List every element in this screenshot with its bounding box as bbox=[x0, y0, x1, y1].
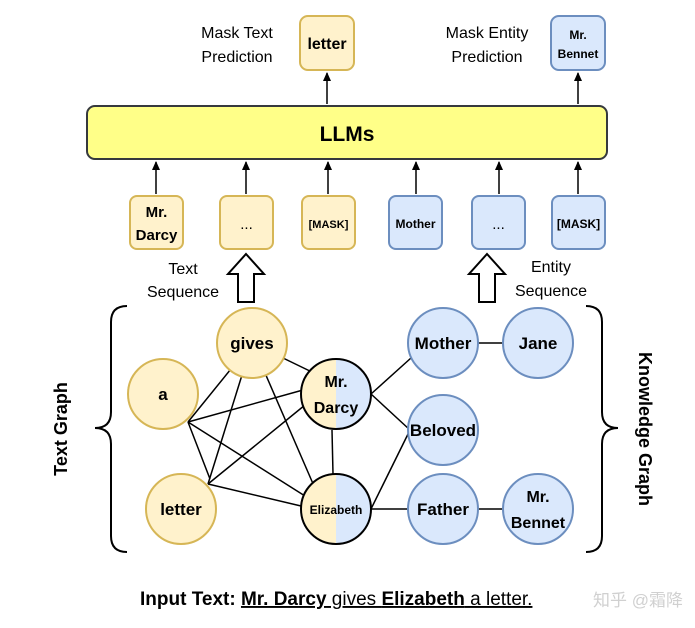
node-elizabeth-label: Elizabeth bbox=[310, 503, 363, 517]
text-sequence-label-line1: Text bbox=[168, 261, 198, 278]
caption-word-darcy: Mr. Darcy bbox=[241, 589, 327, 610]
mask-entity-label-line2: Prediction bbox=[451, 49, 522, 66]
node-mother-label: Mother bbox=[415, 334, 472, 353]
knowledge-graph-label: Knowledge Graph bbox=[635, 352, 655, 506]
entity-token-mask-box bbox=[551, 195, 606, 250]
node-letter-label: letter bbox=[160, 500, 202, 519]
mask-entity-output-box bbox=[550, 15, 606, 71]
node-a-label: a bbox=[158, 385, 168, 404]
node-jane-label: Jane bbox=[519, 334, 558, 353]
caption-prefix: Input Text: bbox=[140, 589, 241, 610]
entity-sequence-label-line1: Entity bbox=[531, 259, 571, 276]
mask-text-label-line2: Prediction bbox=[201, 49, 272, 66]
node-a bbox=[127, 358, 199, 430]
node-bennet-line2: Bennet bbox=[511, 515, 566, 532]
node-darcy-line1: Mr. bbox=[324, 374, 347, 391]
text-graph-brace bbox=[94, 305, 128, 553]
watermark: 知乎 @霜降 bbox=[593, 591, 683, 610]
llm-box bbox=[86, 105, 608, 160]
mask-entity-label-line1: Mask Entity bbox=[446, 25, 529, 42]
mask-entity-output-line2: Bennet bbox=[558, 47, 599, 61]
text-sequence-label-line2: Sequence bbox=[147, 284, 219, 301]
node-darcy: Mr. Darcy bbox=[300, 358, 372, 430]
text-token-darcy-box bbox=[129, 195, 184, 250]
knowledge-graph-brace bbox=[585, 305, 619, 553]
knowledge-graph-edges bbox=[370, 342, 503, 510]
text-token-ellipsis-box bbox=[219, 195, 274, 250]
node-father bbox=[407, 473, 479, 545]
entity-sequence-label-line2: Sequence bbox=[515, 283, 587, 300]
entity-token-ellipsis: ... bbox=[492, 216, 505, 233]
node-jane bbox=[502, 307, 574, 379]
mask-text-output: letter bbox=[307, 36, 346, 53]
caption-word-elizabeth: Elizabeth bbox=[381, 589, 464, 610]
node-beloved-label: Beloved bbox=[410, 421, 476, 440]
text-token-darcy-line2: Darcy bbox=[136, 227, 178, 244]
text-token-ellipsis: ... bbox=[240, 216, 253, 233]
text-token-darcy-line1: Mr. bbox=[146, 204, 168, 221]
text-graph-label: Text Graph bbox=[51, 382, 71, 476]
caption: Input Text: Mr. Darcy gives Elizabeth a … bbox=[140, 589, 532, 610]
llm-label: LLMs bbox=[320, 123, 375, 146]
node-mother bbox=[407, 307, 479, 379]
entity-token-ellipsis-box bbox=[471, 195, 526, 250]
entity-token-mother-box bbox=[388, 195, 443, 250]
node-elizabeth: Elizabeth bbox=[300, 473, 372, 545]
caption-word-gives: gives bbox=[327, 589, 382, 610]
caption-word-letter: a letter. bbox=[465, 589, 533, 610]
node-bennet bbox=[502, 473, 574, 545]
node-gives-label: gives bbox=[230, 334, 273, 353]
mask-text-label-line1: Mask Text bbox=[201, 25, 273, 42]
node-gives bbox=[216, 307, 288, 379]
text-sequence-block-arrow bbox=[225, 252, 267, 303]
entity-token-mask: [MASK] bbox=[557, 217, 600, 231]
node-father-label: Father bbox=[417, 500, 469, 519]
text-token-mask: [MASK] bbox=[309, 219, 349, 231]
node-bennet-line1: Mr. bbox=[526, 489, 549, 506]
node-darcy-line2: Darcy bbox=[314, 400, 359, 417]
entity-sequence-block-arrow bbox=[466, 252, 508, 303]
node-beloved bbox=[407, 394, 479, 466]
entity-token-mother: Mother bbox=[396, 217, 436, 231]
mask-text-output-box bbox=[299, 15, 355, 71]
text-token-mask-box bbox=[301, 195, 356, 250]
mask-entity-output-line1: Mr. bbox=[569, 28, 586, 42]
node-letter bbox=[145, 473, 217, 545]
